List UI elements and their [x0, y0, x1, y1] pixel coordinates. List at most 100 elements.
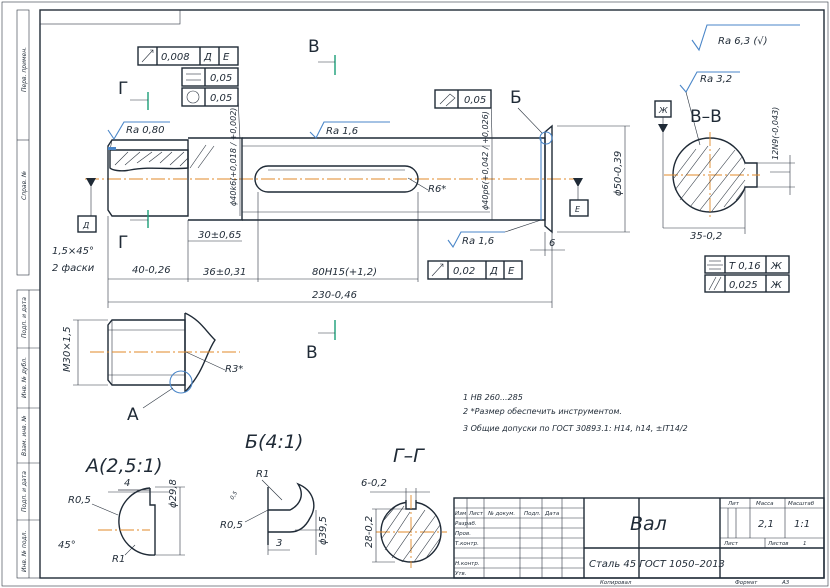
stamp-sign-date-1: Подп. и дата — [21, 297, 28, 338]
dim-r6: R6* — [428, 184, 446, 195]
dim-b-d395: ϕ39,5 — [318, 516, 329, 545]
tb-mass-value: 2,1 — [758, 519, 774, 530]
tb-col-sign: Подп. — [524, 511, 541, 517]
dim-a-4: 4 — [124, 478, 130, 489]
tol-symmetry-ref: Ж — [770, 261, 783, 272]
tol-runout-top-ref1: Д — [203, 52, 212, 63]
section-gg: Г–Г 6-0,2 28-0,2 — [361, 445, 447, 568]
roughness-section-vv: Ra 3,2 — [700, 74, 732, 85]
dim-b-r1: R1 — [256, 469, 269, 480]
tb-col-date: Дата — [544, 511, 560, 517]
datum-d-box: Д — [82, 221, 89, 230]
dim-80: 80H15(+1,2) — [312, 267, 377, 278]
dim-a-45: 45° — [58, 540, 76, 551]
tol-runout-top-value: 0,008 — [161, 52, 190, 63]
tb-col-doc: № докум. — [487, 511, 515, 517]
stamp-ref-no: Справ. № — [21, 171, 28, 200]
tb-part-name: Вал — [630, 513, 667, 535]
section-label-g-bottom: Г — [118, 233, 128, 253]
tol-runout-bottom-ref2: Е — [508, 266, 515, 277]
detail-b-title: Б(4:1) — [245, 431, 303, 453]
dim-a-r1: R1 — [112, 554, 125, 565]
datum-zh-box: Ж — [658, 106, 668, 115]
dim-a-r05: R0,5 — [68, 495, 91, 506]
dim-36: 36±0,31 — [203, 267, 246, 278]
dim-chamfer-count: 2 фаски — [52, 263, 95, 274]
tb-format-value: A3 — [781, 580, 790, 586]
datum-e-box: Е — [575, 205, 581, 214]
tol-runout-bottom-value: 0,02 — [453, 266, 475, 277]
stamp-first-use: Перв. примен. — [21, 47, 28, 92]
roughness-shaft-body: Ra 1,6 — [326, 126, 358, 137]
tb-sheets-value: 1 — [803, 541, 807, 547]
dim-chamfer: 1,5×45° — [52, 246, 94, 257]
tol-runout-right-value: 0,05 — [464, 95, 486, 106]
tb-col-list: Лист — [468, 511, 484, 517]
dim-m30: M30×1,5 — [62, 326, 73, 372]
section-vv-title: В–В — [690, 107, 722, 127]
dim-g-6: 6-0,2 — [361, 478, 387, 489]
tb-ncontrol: Н.контр. — [455, 561, 480, 567]
stamp-replace-inv: Взам. инв. № — [21, 415, 28, 456]
tb-material: Сталь 45 ГОСТ 1050–2013 — [589, 559, 725, 570]
dim-6: 6 — [549, 238, 555, 249]
note-2: 2 *Размер обеспечить инструментом. — [463, 407, 622, 416]
tb-scale-value: 1:1 — [794, 519, 810, 530]
tb-approve: Утв. — [455, 571, 467, 577]
dim-b-05: 0,5 — [230, 490, 240, 501]
detail-label-a: A — [127, 405, 139, 425]
tol-runout-bottom-ref1: Д — [489, 266, 498, 277]
dim-r3: R3* — [225, 364, 243, 375]
dim-d40-right: ϕ40p6(+0,042 / +0,026) — [481, 111, 490, 210]
dim-g-28: 28-0,2 — [364, 516, 375, 548]
detail-b-view: Б(4:1) 3 ϕ39,5 R1 R0,5 0,5 — [220, 431, 329, 555]
tolerance-frame-bottom: 0,02 Д Е — [427, 260, 523, 280]
tb-tcontrol: Т.контр. — [455, 541, 479, 547]
roughness-left-end: Ra 0,80 — [126, 125, 165, 136]
section-label-v-bottom: В — [306, 343, 318, 363]
tol-runout-top-ref2: Е — [223, 52, 230, 63]
dim-b-3: 3 — [276, 538, 282, 549]
side-stamps: Перв. примен. Справ. № Подп. и дата Инв.… — [21, 47, 28, 572]
general-roughness: Ra 6,3 (√) — [691, 24, 800, 52]
section-label-v-top: В — [308, 37, 320, 57]
dim-key-width: 12N9(-0,043) — [771, 107, 780, 160]
dim-a-d298: ϕ29,8 — [168, 479, 179, 508]
tb-copied: Копировал — [600, 580, 632, 586]
dim-d50: ϕ50-0,39 — [613, 151, 624, 196]
dim-40: 40-0,26 — [132, 265, 171, 276]
tb-lit-header: Лит — [727, 501, 740, 507]
tb-format-label: Формат — [735, 580, 758, 586]
note-3: 3 Общие допуски по ГОСТ 30893.1: H14, h1… — [463, 424, 688, 433]
tb-dev: Разраб. — [455, 521, 477, 527]
dim-30: 30±0,65 — [198, 230, 241, 241]
detail-label-b: Б — [510, 88, 522, 108]
detail-a-view: A(2,5:1) ϕ29,8 4 R0,5 45° R1 — [58, 455, 185, 565]
dim-d40-left: ϕ40k6(+0,018 / +0,002) — [229, 108, 238, 206]
title-block: Изм Лист № докум. Подп. Дата Разраб. Про… — [453, 497, 825, 586]
stamp-sign-date-2: Подп. и дата — [21, 471, 28, 512]
tb-check: Пров. — [455, 531, 471, 537]
main-shaft-view — [85, 55, 630, 340]
tol-parallel-key-value: 0,025 — [729, 280, 758, 291]
tb-mass-header: Масса — [756, 501, 774, 507]
tb-sheet-label: Лист — [723, 541, 739, 547]
stamp-orig-inv: Инв. № подл. — [21, 531, 28, 572]
section-gg-title: Г–Г — [393, 445, 425, 467]
tb-sheets-label: Листов — [767, 541, 789, 547]
thread-view: M30×1,5 R3* A — [62, 312, 243, 425]
tb-col-izm: Изм — [455, 511, 466, 517]
tb-scale-header: Масштаб — [788, 501, 815, 507]
tol-parallel-value: 0,05 — [210, 73, 232, 84]
tolerance-frames-top: 0,008 Д Е 0,05 0,05 0,05 — [137, 46, 493, 141]
stamp-dup-inv: Инв. № дубл. — [21, 357, 28, 398]
dim-b-r05: R0,5 — [220, 520, 243, 531]
dim-230: 230-0,46 — [312, 290, 357, 301]
general-roughness-label: Ra 6,3 (√) — [718, 36, 768, 47]
note-1: 1 НВ 260...285 — [463, 393, 523, 402]
detail-a-title: A(2,5:1) — [84, 455, 163, 477]
tol-cylindricity-value: 0,05 — [210, 93, 232, 104]
